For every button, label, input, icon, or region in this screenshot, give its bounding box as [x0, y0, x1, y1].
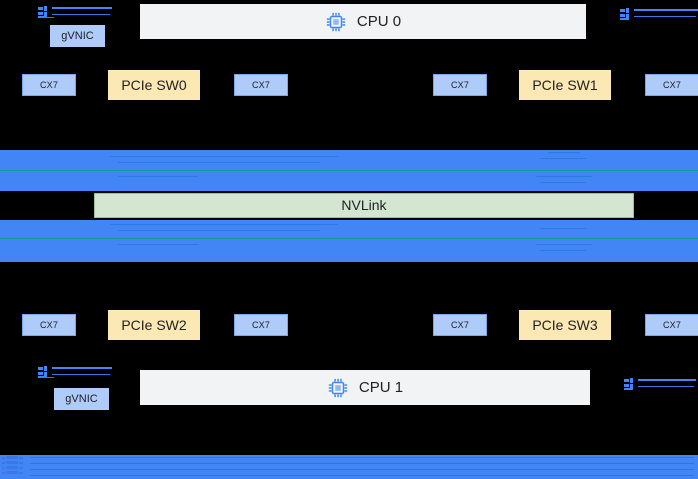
- nic-stub-bottom-left: [38, 366, 112, 380]
- pcie-sw1-label: PCIe SW1: [532, 76, 598, 93]
- pcie-sw3-label: PCIe SW3: [532, 316, 598, 333]
- cx7-label-0: CX7: [39, 79, 59, 90]
- cpu-0-label: CPU 0: [356, 12, 402, 30]
- pcie-sw0-box[interactable]: PCIe SW0: [108, 70, 200, 100]
- network-fabric-bar[interactable]: [0, 455, 698, 479]
- pcie-sw2-box[interactable]: PCIe SW2: [108, 310, 200, 340]
- cx7-label-3: CX7: [662, 79, 682, 90]
- nic-stub-top-right: [620, 8, 698, 22]
- gpu-row-bottom[interactable]: [0, 220, 698, 262]
- cx7-box-5[interactable]: CX7: [234, 314, 288, 336]
- cx7-label-2: CX7: [450, 79, 470, 90]
- pcie-sw1-box[interactable]: PCIe SW1: [519, 70, 611, 100]
- nic-stub-top-left: [38, 6, 112, 20]
- cx7-label-4: CX7: [39, 319, 59, 330]
- nic-stub-bottom-right: [624, 378, 698, 392]
- cpu-chip-icon: [328, 378, 348, 397]
- cpu-1-label: CPU 1: [358, 378, 404, 396]
- cx7-box-7[interactable]: CX7: [645, 314, 698, 336]
- cpu-chip-icon: [326, 12, 346, 31]
- gvnic-0-box[interactable]: gVNIC: [50, 25, 105, 47]
- cx7-box-1[interactable]: CX7: [234, 74, 288, 96]
- cx7-box-2[interactable]: CX7: [433, 74, 487, 96]
- nvlink-bar[interactable]: NVLink: [94, 193, 634, 218]
- cx7-label-7: CX7: [662, 319, 682, 330]
- cx7-label-5: CX7: [251, 319, 271, 330]
- cx7-box-0[interactable]: CX7: [22, 74, 76, 96]
- storage-icon: [2, 456, 23, 474]
- nvlink-label: NVLink: [341, 197, 387, 214]
- pcie-sw0-label: PCIe SW0: [121, 76, 187, 93]
- cpu-0-box[interactable]: CPU 0: [140, 4, 586, 39]
- cx7-box-6[interactable]: CX7: [433, 314, 487, 336]
- cx7-box-4[interactable]: CX7: [22, 314, 76, 336]
- pcie-sw3-box[interactable]: PCIe SW3: [519, 310, 611, 340]
- gvnic-1-label: gVNIC: [65, 392, 98, 405]
- nic-port-icon: [620, 8, 629, 20]
- cx7-label-6: CX7: [450, 319, 470, 330]
- pcie-sw2-label: PCIe SW2: [121, 316, 187, 333]
- nic-port-icon: [624, 378, 633, 390]
- gvnic-0-label: gVNIC: [61, 29, 94, 42]
- gvnic-1-box[interactable]: gVNIC: [54, 388, 109, 410]
- cpu-1-box[interactable]: CPU 1: [140, 370, 590, 405]
- cx7-label-1: CX7: [251, 79, 271, 90]
- cx7-box-3[interactable]: CX7: [645, 74, 698, 96]
- gpu-row-top[interactable]: [0, 150, 698, 191]
